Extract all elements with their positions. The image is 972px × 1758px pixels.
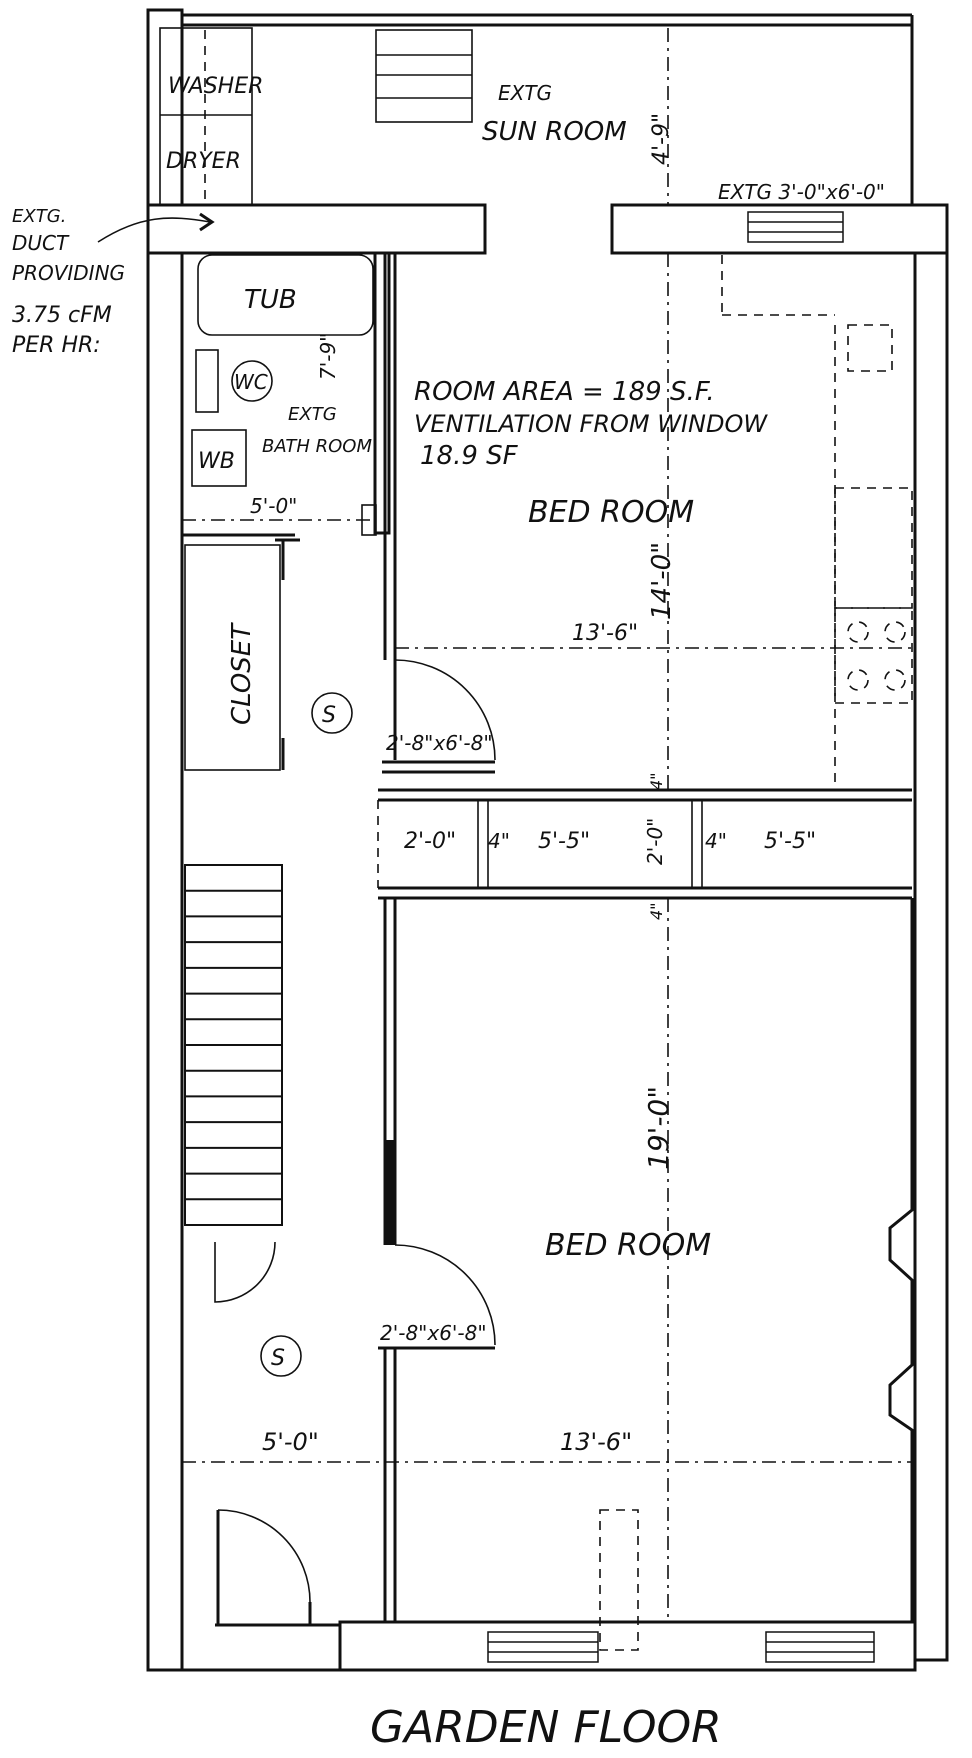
duct-note-line-4: 3.75 cFM <box>12 303 112 328</box>
wb-label: WB <box>198 449 235 474</box>
wc-tank <box>195 349 219 413</box>
closet-label: CLOSET <box>227 622 257 725</box>
hall-closet: CLOSET S 2'-0" 4" 5'-5" 2'-0" 4" 5'-5" 4… <box>184 538 912 920</box>
washer-label: WASHER <box>168 74 263 99</box>
window-size-top: EXTG 3'-0"x6'-0" <box>718 180 885 204</box>
smoke-lower-label: S <box>271 1346 285 1371</box>
closet-dim-d: 2'-0" <box>643 818 667 865</box>
left-exterior-wall <box>146 8 184 1672</box>
sun-room-label-1: EXTG <box>498 81 552 105</box>
closet-box <box>184 544 281 771</box>
radiator <box>599 1509 639 1651</box>
ventilation-note: VENTILATION FROM WINDOW <box>414 410 768 438</box>
entry-door-swing <box>217 1509 311 1603</box>
sunroom-wall-left <box>146 203 487 255</box>
door-swing-upper <box>394 659 496 761</box>
closet-dim-b: 4" <box>488 829 510 853</box>
laundry-nook <box>159 27 253 206</box>
door-upper-size: 2'-8"x6'-8" <box>386 731 493 755</box>
duct-note-line-2: DUCT <box>12 231 70 255</box>
bath-label-2: BATH ROOM <box>262 436 372 457</box>
bedroom-lower-width: 13'-6" <box>560 1428 632 1456</box>
wc-label: WC <box>234 370 268 394</box>
bath-label-1: EXTG <box>288 404 337 425</box>
bathroom: TUB WC WB EXTG BATH ROOM 7'-9" 5'-0" <box>182 251 391 537</box>
bath-width: 5'-0" <box>250 494 297 518</box>
bedroom-lower-door-jamb <box>385 1140 395 1245</box>
closet-dim-c: 5'-5" <box>538 829 590 854</box>
duct-note-line-5: PER HR: <box>12 333 101 358</box>
closet-dim-a: 2'-0" <box>404 829 456 854</box>
bedroom-lower: 19'-0" BED ROOM 2'-8"x6'-8" 5'-0" 13'-6"… <box>182 898 914 1663</box>
bedroom-upper-depth: 14'-0" <box>647 542 677 620</box>
room-area-note: ROOM AREA = 189 S.F. <box>414 377 715 407</box>
bedroom-upper: ROOM AREA = 189 S.F. VENTILATION FROM WI… <box>382 253 913 790</box>
door-lower-size: 2'-8"x6'-8" <box>380 1321 487 1345</box>
bedroom-lower-depth: 19'-0" <box>642 1086 675 1170</box>
ventilation-value: 18.9 SF <box>420 441 519 471</box>
window-top <box>747 211 844 243</box>
bath-partition <box>373 251 391 535</box>
drawing-title: GARDEN FLOOR <box>370 1702 722 1753</box>
window-bottom-left <box>487 1631 599 1663</box>
duct-note-line-3: PROVIDING <box>12 261 125 285</box>
duct-note: EXTG. DUCT PROVIDING 3.75 cFM PER HR: <box>12 206 215 358</box>
wc-bowl <box>231 360 273 402</box>
chimney-breast <box>888 898 914 1622</box>
partition-dim-1: 4" <box>647 772 666 790</box>
hall-width: 5'-0" <box>262 1428 319 1456</box>
sunroom-stair <box>375 29 473 123</box>
right-exterior-wall <box>913 203 949 1662</box>
sun-room: WASHER DRYER EXTG SUN ROOM 4'-9" EXTG 3'… <box>159 27 885 243</box>
tub <box>197 254 374 336</box>
bedroom-upper-width: 13'-6" <box>572 621 638 646</box>
sun-room-depth: 4'-9" <box>649 113 674 165</box>
smoke-detector-upper <box>311 692 353 734</box>
closet-dim-f: 5'-5" <box>764 829 816 854</box>
main-stair <box>184 864 283 1226</box>
bath-depth: 7'-9" <box>316 333 340 380</box>
duct-note-line-1: EXTG. <box>12 206 66 227</box>
dryer-label: DRYER <box>166 149 241 174</box>
duct-leader-arrow <box>97 217 211 243</box>
smoke-upper-label: S <box>322 703 336 728</box>
smoke-detector-lower <box>260 1335 302 1377</box>
partition-dim-2: 4" <box>647 902 666 920</box>
closet-dim-e: 4" <box>705 829 727 853</box>
window-bottom-right <box>765 1631 875 1663</box>
bedroom-upper-label: BED ROOM <box>528 495 694 530</box>
hall-door-upper <box>214 1241 276 1303</box>
tub-label: TUB <box>244 285 297 315</box>
door-swing-lower <box>394 1244 496 1346</box>
sun-room-label-2: SUN ROOM <box>482 117 627 147</box>
wash-basin <box>191 429 247 487</box>
bedroom-lower-label: BED ROOM <box>545 1228 711 1263</box>
